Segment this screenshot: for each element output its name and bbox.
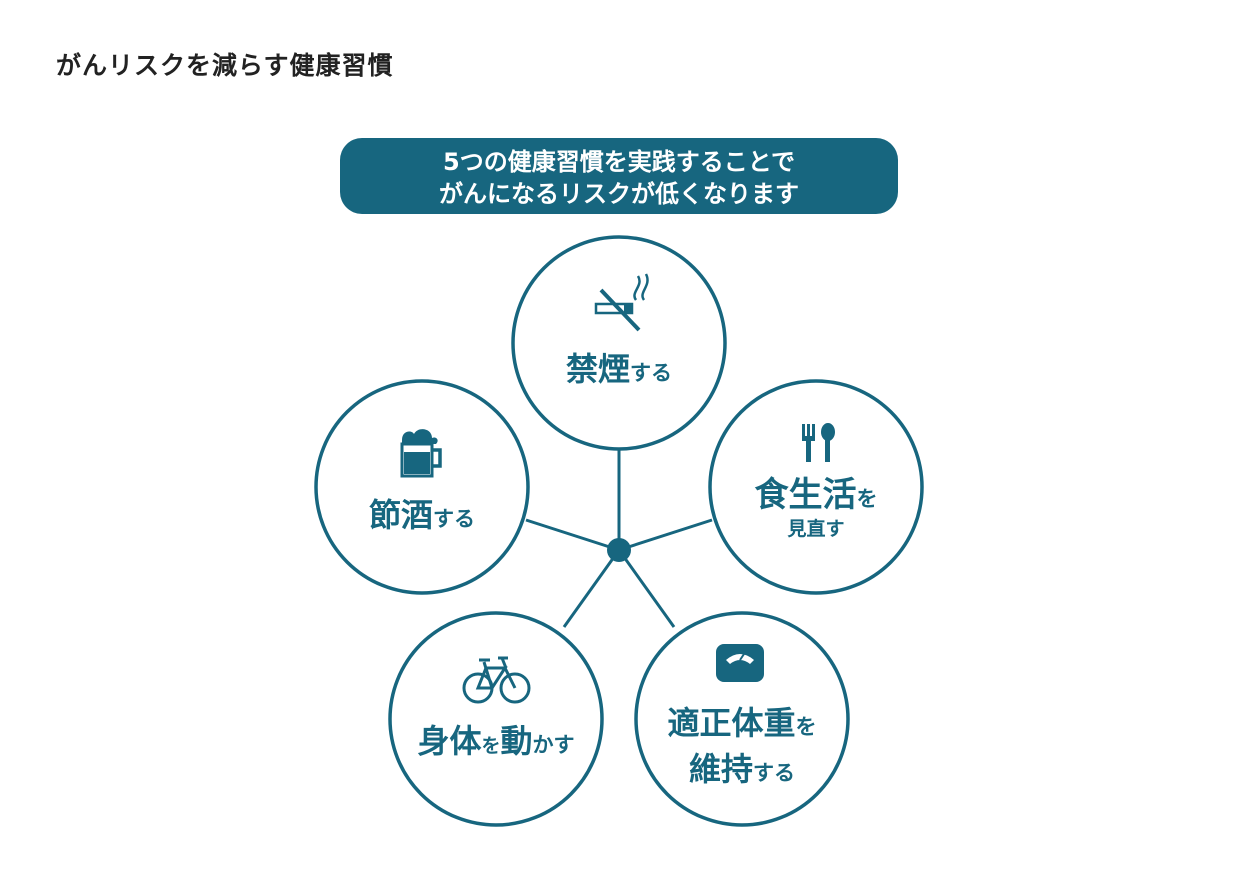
connector-exercise (562, 549, 621, 628)
connector-diet (618, 518, 713, 552)
habit-circle (511, 235, 727, 451)
no-smoking-icon (594, 273, 649, 332)
habit-suffix-text-2: する (753, 761, 795, 785)
banner-background (340, 138, 898, 214)
habit-exercise: 身体を動かす (388, 611, 604, 827)
habit-main-text: 食生活 (755, 475, 857, 515)
habit-suffix-text: する (630, 361, 672, 385)
banner-line-2: がんになるリスクが低くなります (439, 180, 799, 208)
scale-icon (716, 644, 764, 682)
habit-suffix-text: する (433, 507, 475, 531)
hub-dot (607, 538, 631, 562)
habit-main-text: 節酒 (369, 496, 433, 534)
page-title: がんリスクを減らす健康習慣 (56, 51, 394, 80)
habit-main-text: 適正体重 (667, 704, 795, 742)
habit-circle (314, 379, 530, 595)
beer-mug-icon (400, 429, 442, 478)
connector-alcohol (525, 518, 620, 552)
connectors (525, 450, 713, 628)
habit-circle (708, 379, 924, 595)
habit-no-smoking: 禁煙する (511, 235, 727, 451)
habit-particle-text: を (481, 735, 500, 757)
habit-label: 食生活を (755, 475, 878, 515)
habit-suffix-text: かす (533, 733, 575, 757)
banner-line-1: 5つの健康習慣を実践することで (443, 148, 795, 176)
habit-circle (634, 611, 850, 827)
habit-circle (388, 611, 604, 827)
habit-alcohol: 節酒する (314, 379, 530, 595)
connector-weight (617, 549, 676, 628)
habit-main-text-2: 維持 (689, 750, 753, 788)
habit-main-text: 禁煙 (566, 350, 630, 388)
habit-label: 禁煙する (566, 350, 672, 388)
habit-diet: 食生活を 見直す (708, 379, 924, 595)
habit-label: 節酒する (369, 496, 475, 534)
habit-suffix-text: を (857, 487, 878, 511)
habit-main-text: 身体 (417, 722, 481, 760)
fork-spoon-icon (802, 423, 835, 462)
banner: 5つの健康習慣を実践することで がんになるリスクが低くなります (340, 138, 898, 214)
habit-main-text-2: 動 (501, 722, 533, 760)
habit-sub-text: 見直す (787, 517, 844, 540)
habit-label: 適正体重を (667, 704, 816, 742)
habit-label-2: 維持する (689, 750, 795, 788)
habit-label: 身体を動かす (417, 722, 574, 760)
bicycle-icon (462, 656, 531, 704)
habit-weight: 適正体重を 維持する (634, 611, 850, 827)
habit-suffix-text: を (796, 715, 817, 739)
